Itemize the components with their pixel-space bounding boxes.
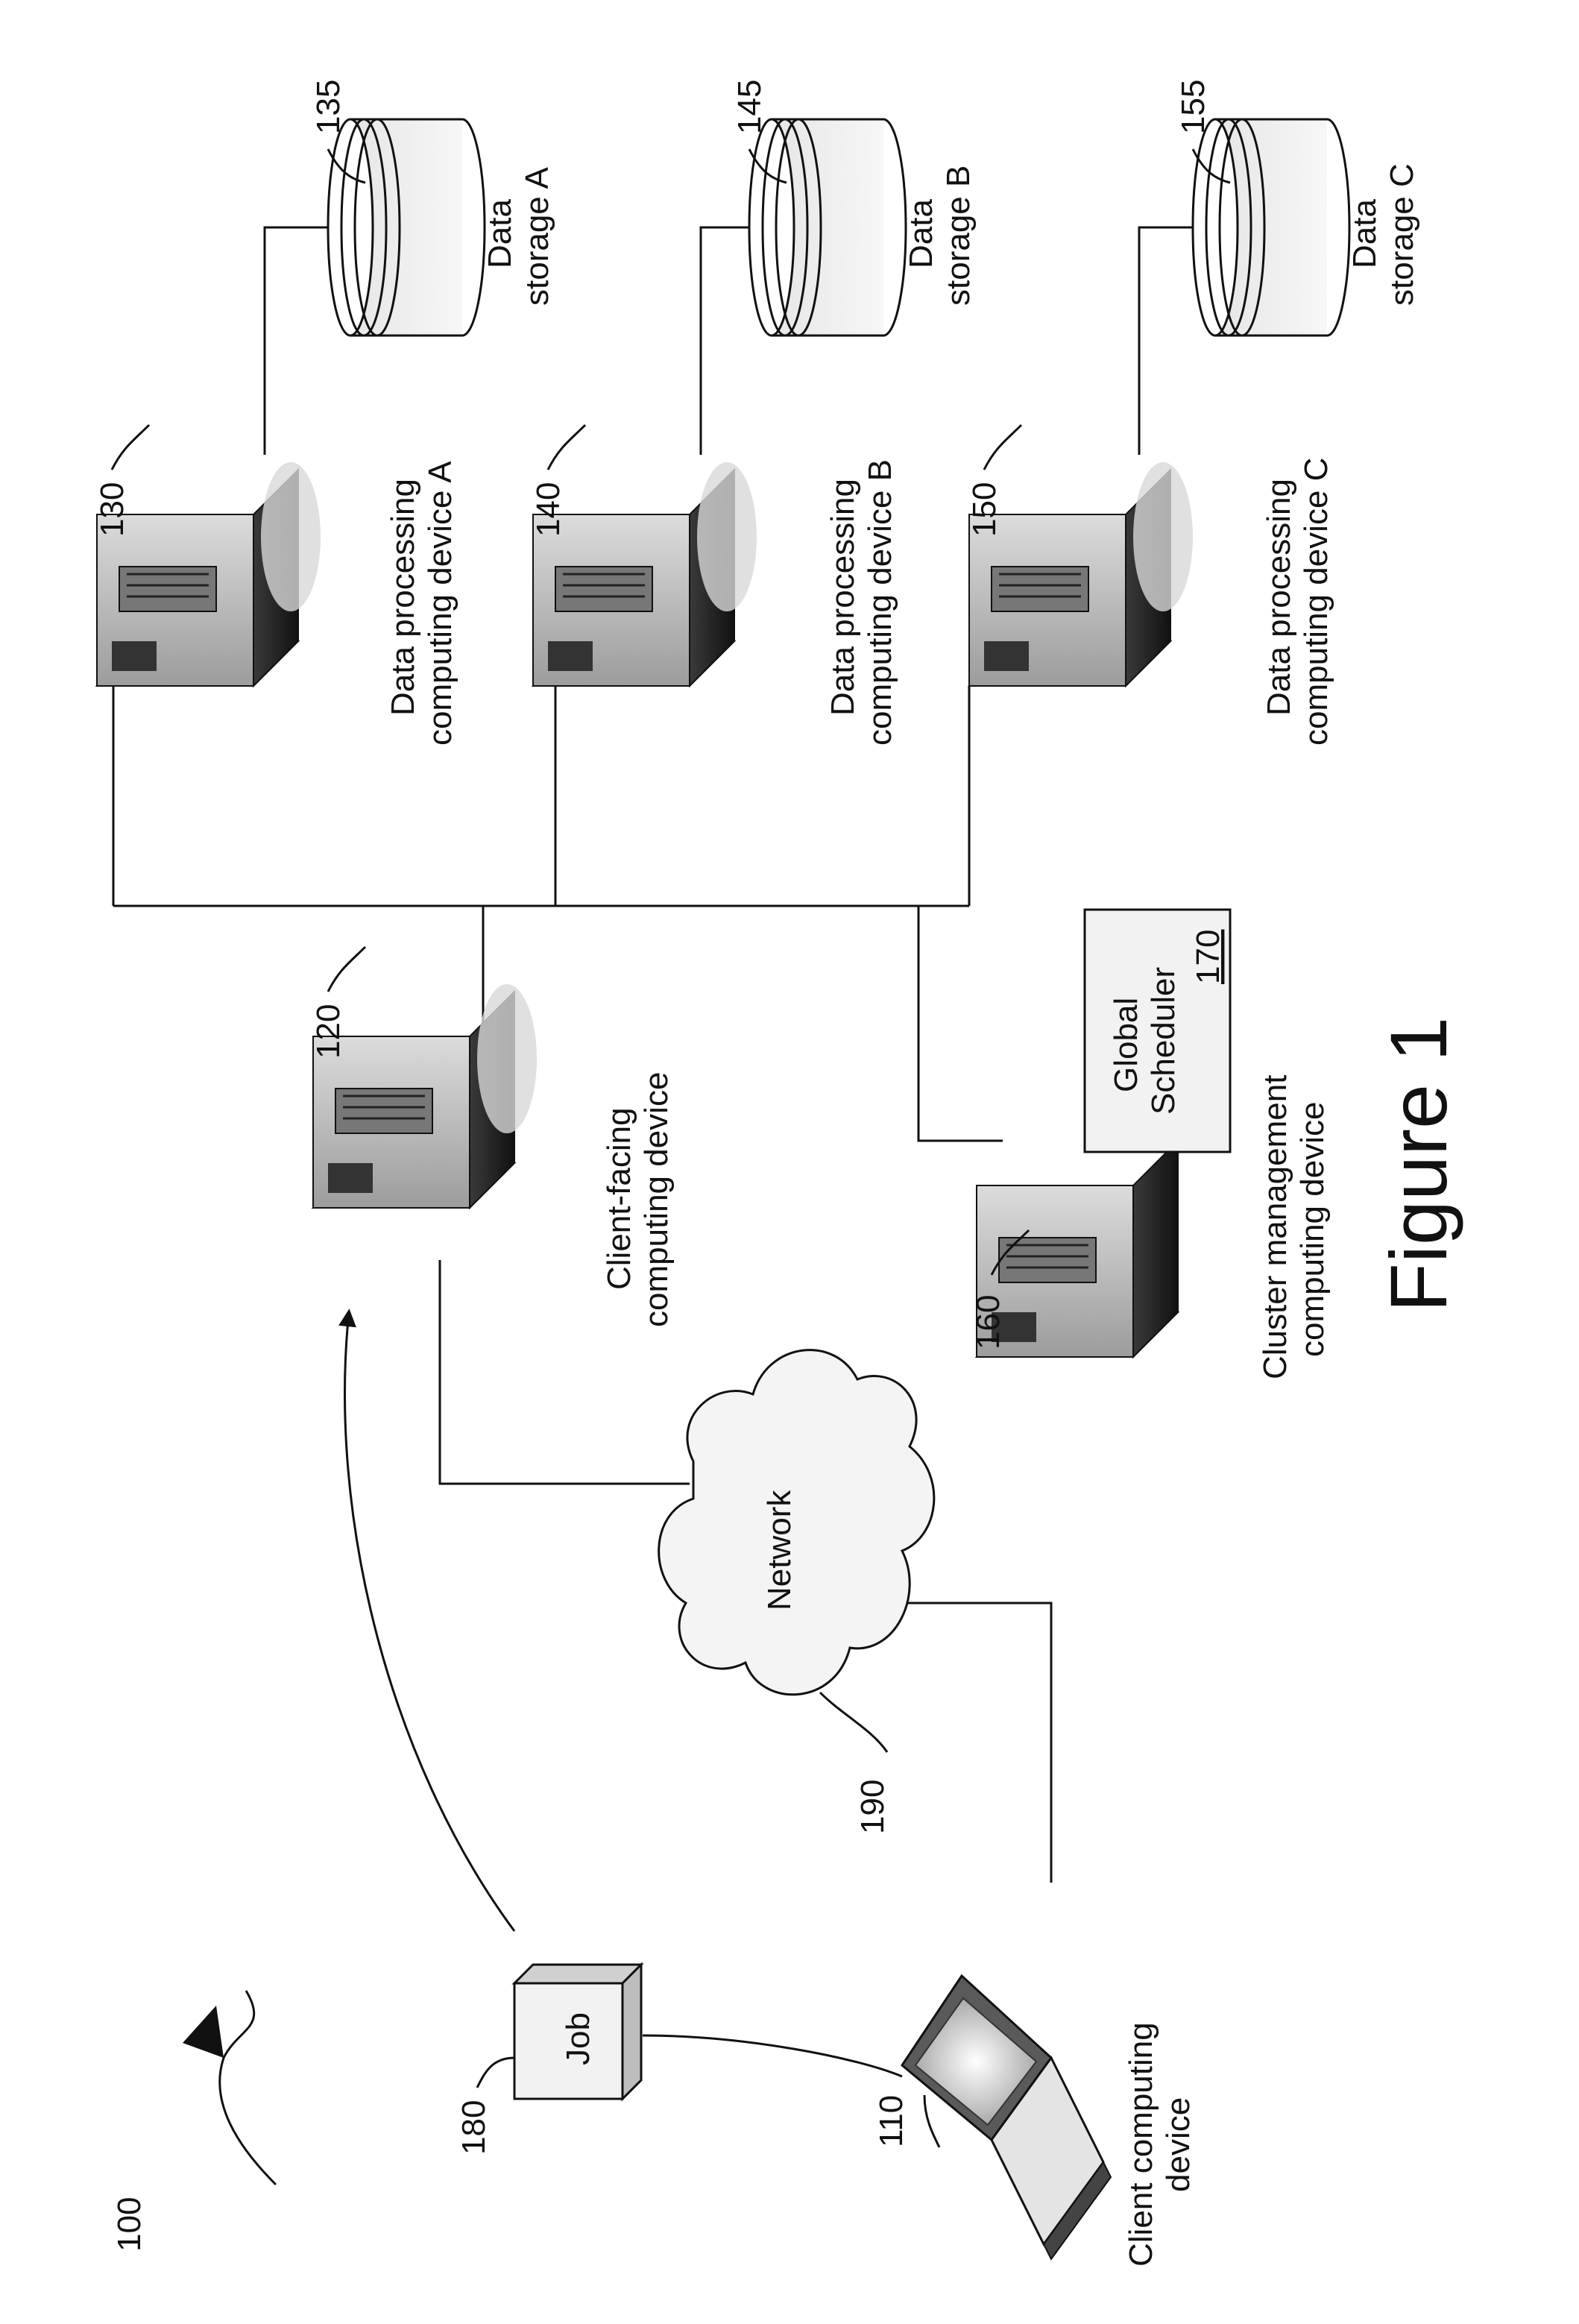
figure-ref-number: 100 [111,2197,148,2252]
client-ref: 110 [873,2095,910,2147]
dp-a-server-icon [97,462,321,686]
cluster-mgmt-label-2: computing device [1294,1102,1331,1357]
dp-c-ref-leader [984,425,1021,470]
storage-c-label-1: Data [1346,199,1383,268]
client-label-1: Client computing [1123,2022,1159,2267]
dp-b-ref-leader [548,425,585,470]
figure-caption-text: Figure 1 [1373,1017,1463,1312]
storage-a-ref: 135 [310,80,347,134]
dp-c-ref: 150 [966,482,1003,537]
network-ref-leader [820,1692,887,1752]
cluster-mgmt-ref: 160 [970,1295,1006,1350]
client-facing-ref: 120 [310,1004,347,1059]
network-ref: 190 [854,1780,891,1834]
wire-trunk-to-cluster [918,906,1003,1141]
dp-c-label-2: computing device C [1298,458,1334,746]
storage-c-icon [1193,119,1349,336]
global-scheduler-line2: Scheduler [1145,967,1182,1115]
job-ref: 180 [456,2100,492,2155]
dp-b-ref: 140 [530,482,567,537]
network-label: Network [761,1490,798,1610]
client-facing-label-1: Client-facing [601,1107,637,1290]
dp-a-ref: 130 [94,482,130,537]
wire-network-to-client [898,1603,1051,1883]
client-laptop-icon [902,1976,1111,2259]
dp-a-ref-leader [112,425,149,470]
job-label: Job [560,2012,596,2065]
ref-100-arrowhead [183,2006,224,2058]
dp-b-label-1: Data processing [825,479,861,716]
dp-c-label-1: Data processing [1261,479,1297,716]
dp-b-label-2: computing device B [862,459,898,746]
storage-b-ref: 145 [731,80,768,134]
client-ref-leader [924,2095,939,2147]
client-label-2: device [1160,2097,1197,2192]
storage-b-icon [749,119,906,336]
storage-a-icon [328,119,485,336]
storage-c-ref: 155 [1175,80,1211,134]
storage-a-label-2: storage A [519,166,555,306]
cluster-mgmt-label-1: Cluster management [1257,1075,1293,1379]
storage-c-label-2: storage C [1384,163,1420,306]
dp-a-label-2: computing device A [422,461,458,746]
dp-b-server-icon [533,462,757,686]
cluster-mgmt-server-icon [977,1141,1178,1357]
job-submission-arrow [345,1312,514,1931]
figure-ref-group: 100 [111,1991,276,2252]
dp-c-server-icon [969,462,1193,686]
wire-job-to-client [643,2035,902,2076]
global-scheduler-box: Global Scheduler 170 [1085,910,1230,1152]
client-facing-server-icon [313,984,537,1208]
client-facing-ref-leader [328,947,365,992]
storage-b-label-1: Data [903,199,939,268]
client-facing-label-2: computing device [638,1072,675,1327]
global-scheduler-ref: 170 [1190,930,1226,984]
job-ref-leader [477,2058,514,2088]
storage-b-label-2: storage B [940,166,977,306]
dp-a-label-1: Data processing [385,479,421,716]
storage-a-label-1: Data [482,199,518,268]
diagram-content: 100 Figure 1 120 Client-facing computing… [94,80,1463,2267]
global-scheduler-line1: Global [1108,998,1144,1092]
ref-100-squiggle [220,1991,276,2185]
